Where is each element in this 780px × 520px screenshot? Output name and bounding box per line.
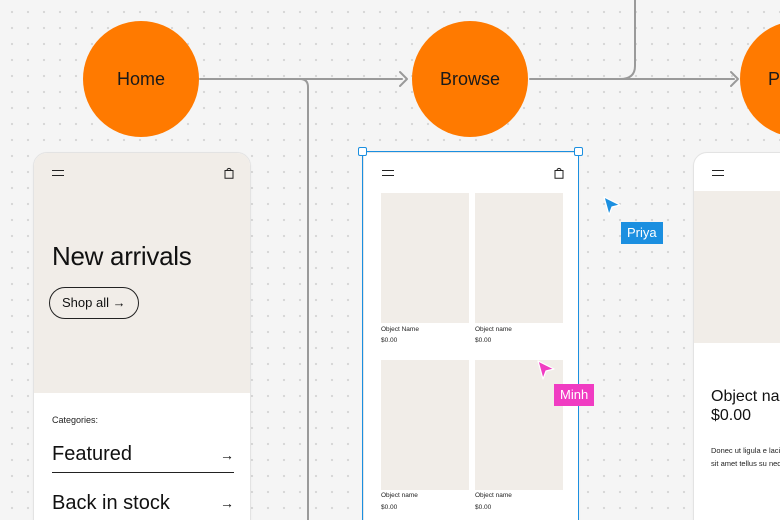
- product-price: $0.00: [381, 504, 398, 511]
- cursor-arrow-icon: [603, 196, 621, 216]
- product-image[interactable]: [475, 193, 563, 323]
- shopping-bag-icon[interactable]: [554, 167, 564, 179]
- category-featured[interactable]: Featured →: [52, 437, 234, 473]
- collaborator-tag-minh: Minh: [554, 384, 595, 406]
- product-name: Object name: [475, 492, 512, 499]
- shopping-bag-icon[interactable]: [224, 167, 234, 179]
- category-label: Featured: [52, 443, 133, 465]
- hero-banner: [34, 153, 250, 393]
- shop-all-button[interactable]: Shop all →: [49, 287, 139, 319]
- flow-node-browse[interactable]: Browse: [412, 21, 528, 137]
- connector-home-arrow: [399, 71, 408, 87]
- connector-browse-up: [619, 0, 636, 80]
- category-label: Back in stock: [52, 491, 170, 514]
- flow-node-product[interactable]: P: [740, 21, 780, 137]
- product-image: [694, 191, 780, 343]
- product-price: $0.00: [711, 407, 752, 424]
- home-frame[interactable]: New arrivals Shop all → Categories: Feat…: [33, 152, 251, 520]
- flow-node-label: Home: [116, 68, 165, 89]
- menu-icon[interactable]: [52, 170, 64, 178]
- product-image[interactable]: [381, 360, 469, 490]
- connector-home-down: [299, 78, 309, 520]
- product-price: $0.00: [475, 504, 492, 511]
- menu-icon[interactable]: [712, 170, 724, 178]
- product-price: $0.00: [475, 337, 492, 344]
- menu-icon[interactable]: [382, 170, 394, 178]
- product-description: Donec ut ligula e lacinia, dictum la sit…: [711, 446, 780, 468]
- product-image[interactable]: [381, 193, 469, 323]
- collaborator-tag-priya: Priya: [621, 222, 663, 244]
- product-name: Object Name: [381, 326, 419, 333]
- flow-node-label: P: [768, 68, 780, 89]
- flow-node-label: Browse: [439, 68, 501, 89]
- flow-node-home[interactable]: Home: [83, 21, 199, 137]
- page-title: New arrivals: [52, 241, 192, 271]
- product-price: $0.00: [381, 337, 398, 344]
- product-name: Object name: [475, 326, 512, 333]
- product-name: Object name: [381, 492, 418, 499]
- product-frame[interactable]: Object na $0.00 Donec ut ligula e lacini…: [693, 152, 780, 520]
- product-image[interactable]: [475, 360, 563, 490]
- arrow-right-icon: →: [220, 446, 234, 463]
- category-back-in-stock[interactable]: Back in stock →: [52, 485, 234, 520]
- arrow-right-icon: →: [220, 495, 234, 511]
- browse-frame[interactable]: Object Name $0.00 Object name $0.00 Obje…: [363, 152, 579, 520]
- cursor-arrow-icon: [537, 360, 555, 380]
- connector-browse-arrow: [730, 71, 739, 87]
- product-title: Object na: [711, 388, 780, 405]
- categories-label: Categories:: [52, 415, 99, 425]
